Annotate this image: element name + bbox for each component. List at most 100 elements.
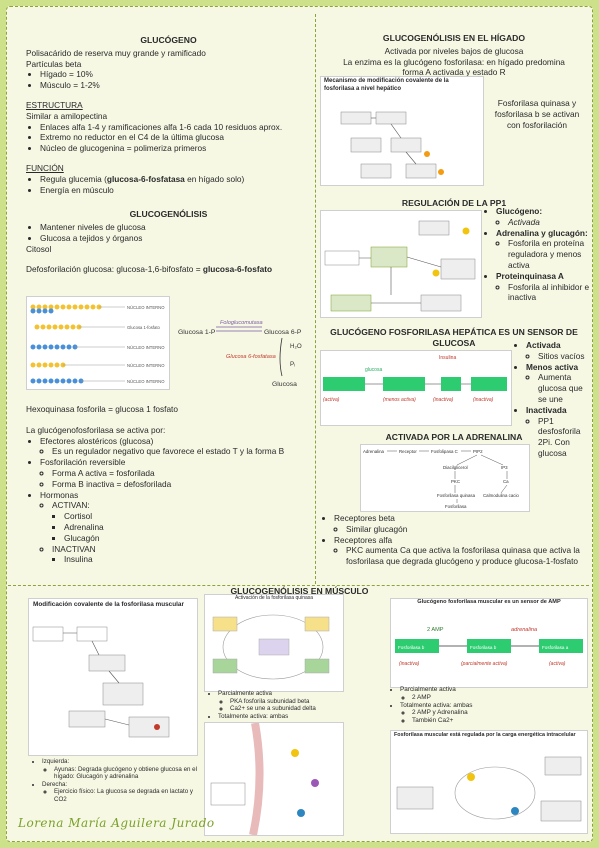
higado-l3: forma A activada y estado R xyxy=(402,67,506,78)
gl-item: Glucosa a tejidos y órganos xyxy=(40,233,311,244)
glucogeno-title: GLUCÓGENO xyxy=(140,35,197,45)
amp-label: (activa) xyxy=(549,661,566,667)
sensor-state: (menos activa) xyxy=(383,397,416,403)
img3-title: Glucógeno fosforilasa muscular es un sen… xyxy=(417,599,561,605)
sensor-glucosa-label: glucosa xyxy=(365,367,382,373)
efectores-text: Efectores alostéricos (glucosa) xyxy=(40,435,154,446)
adr-node: Fosforilasa quinasa xyxy=(437,493,476,498)
sensor-label: Activada xyxy=(526,340,561,350)
glucosa-pathway-svg: Fologlucomutasa Glucosa 1-P Glucosa 6-P … xyxy=(178,320,302,388)
activan-hormone: Adrenalina xyxy=(64,522,311,533)
sensor-title: GLUCÓGENO FOSFORILASA HEPÁTICA ES UN SEN… xyxy=(330,327,578,348)
sensor-svg: (activa) (menos activa) (inactiva) (inac… xyxy=(323,355,507,403)
adrenalina-svg: Adrenalina Receptor Fosfolipasa C PIP2 D… xyxy=(363,449,519,509)
foglucomutasa-label: Fologlucomutasa xyxy=(220,320,263,326)
pp1-label: Glucógeno: xyxy=(496,206,543,216)
branch-label: Glucosa 1-fosfato xyxy=(127,325,160,330)
adr-item: Receptores alfa PKC aumenta Ca que activ… xyxy=(334,535,588,567)
branch-label: NÚCLEO INTERNO xyxy=(127,363,165,368)
author-signature: Lorena María Aguilera Jurado xyxy=(18,816,215,830)
estr-item: Núcleo de glucogenina = polimeriza prime… xyxy=(40,143,311,154)
adr-node: PIP2 xyxy=(473,449,483,454)
defosf-a: Defosforilación glucosa: glucosa-1,6-bif… xyxy=(26,263,203,274)
amp-label: (inactiva) xyxy=(399,661,420,667)
pp1-item: Glucógeno: Activada xyxy=(496,206,590,228)
particulas-list: Hígado = 10% Músculo = 1-2% xyxy=(26,69,311,91)
adr-sub: PKC aumenta Ca que activa la fosforilasa… xyxy=(346,545,588,567)
glycogen-branch-svg: NÚCLEO INTERNO Glucosa 1-fosfato NÚCLEO … xyxy=(30,304,165,384)
img1-svg xyxy=(32,626,170,737)
adr-label: Receptores alfa xyxy=(334,534,393,545)
img3-svg: 2 AMP adrenalina Fosforilasa b Fosforila… xyxy=(395,627,583,667)
estructura-list: Enlaces alfa 1-4 y ramificaciones alfa 1… xyxy=(26,122,311,154)
total2-label: Totalmente activa: ambas xyxy=(400,701,473,709)
total2-sub: También Ca2+ xyxy=(412,717,586,725)
branch-label: NÚCLEO INTERNO xyxy=(127,345,165,350)
adr-label: Receptores beta xyxy=(334,513,395,523)
sensor-section: GLUCÓGENO FOSFORILASA HEPÁTICA ES UN SEN… xyxy=(320,325,588,351)
img1-title: Modificación covalente de la fosforilasa… xyxy=(33,601,184,608)
parcial1-sub: Ca2+ se une a subunidad delta xyxy=(230,705,354,713)
glycogen-branch-image: NÚCLEO INTERNO Glucosa 1-fosfato NÚCLEO … xyxy=(26,296,170,390)
estructura-title: ESTRUCTURA xyxy=(26,99,83,110)
citosol: Citosol xyxy=(26,243,52,254)
sensor-sub: PP1 desfosforila 2Pi. Con glucosa xyxy=(538,416,590,459)
sensor-item: Menos activa Aumenta glucosa que se une xyxy=(526,362,590,405)
funcion-item: Regula glucemia (glucosa-6-fosfatasa en … xyxy=(40,174,311,185)
activan-item: ACTIVAN: Cortisol Adrenalina Glucagón xyxy=(52,500,311,543)
amp-label: Fosforilasa b xyxy=(470,645,497,650)
adr-node: Calmodulina cacio xyxy=(483,493,519,498)
sensor-state: (activa) xyxy=(323,397,340,403)
parcial2-sub: 2 AMP xyxy=(412,694,586,702)
sensor-item: Activada Sitios vacíos xyxy=(526,340,590,362)
estr-item: Extremo no reductor en el C4 de la últim… xyxy=(40,132,311,143)
amp-label: adrenalina xyxy=(511,627,537,633)
exercise-signaling-image xyxy=(204,722,344,836)
pp1-list: Glucógeno: Activada Adrenalina y glucagó… xyxy=(482,206,590,303)
fosforilasa-note: Fosforilasa quinasa y fosforilasa b se a… xyxy=(494,98,580,130)
amp-label: (parcialmente activa) xyxy=(461,661,508,667)
particulas: Partículas beta xyxy=(26,58,82,69)
adr-item: Receptores beta Similar glucagón xyxy=(334,513,588,535)
adr-node: Fosfolipasa C xyxy=(431,449,458,454)
adr-node: PKC xyxy=(451,479,460,484)
pp1-sub: Fosforila en proteína reguladora y menos… xyxy=(508,238,590,270)
fosforilacion-text: Fosforilación reversible xyxy=(40,457,126,468)
inactivan-item: INACTIVAN Insulina xyxy=(52,544,311,566)
izquierda-item: Izquierda: Ayunas: Degrada glucógeno y o… xyxy=(42,758,198,781)
total2-sub: 2 AMP y Adrenalina xyxy=(412,709,586,717)
branch-rows xyxy=(30,304,125,384)
hormonas-text: Hormonas xyxy=(40,489,79,500)
mecanismo-hepatico-image: Mecanismo de modificación covalente de l… xyxy=(320,76,484,186)
funcion-text-c: en hígado solo) xyxy=(184,173,245,184)
hexoquinasa: Hexoquinasa fosforila = glucosa 1 fosfat… xyxy=(26,404,178,414)
sensor-state: (inactiva) xyxy=(433,397,454,403)
adrenalina-image: Adrenalina Receptor Fosfolipasa C PIP2 D… xyxy=(360,444,530,512)
izquierda-sub: Ayunas: Degrada glucógeno y obtiene gluc… xyxy=(54,766,198,781)
derecha-label: Derecha: xyxy=(42,780,68,788)
adr-node: Adrenalina xyxy=(363,449,385,454)
pp1-item: Adrenalina y glucagón: Fosforila en prot… xyxy=(496,228,590,271)
defosforilacion: Defosforilación glucosa: glucosa-1,6-bif… xyxy=(26,264,311,275)
gl-item: Mantener niveles de glucosa xyxy=(40,222,311,233)
pp1-item: Proteinquinasa A Fosforila al inhibidor … xyxy=(496,271,590,303)
activacion-quinasa-image: Activación de la fosforilasa quinasa xyxy=(204,594,344,692)
section-divider xyxy=(8,585,589,586)
estructura-desc: Similar a amilopectina xyxy=(26,110,108,121)
higado-l2: La enzima es la glucógeno fosforilasa: e… xyxy=(343,56,565,67)
fosforilacion-item: Fosforilación reversible Forma A activa … xyxy=(40,457,311,489)
sensor-list: Activada Sitios vacíos Menos activa Aume… xyxy=(512,340,590,459)
sensor-sub: Aumenta glucosa que se une xyxy=(538,372,590,404)
parcial1-sub: PKA fosforila subunidad beta xyxy=(230,698,354,706)
parcial1-label: Parcialmente activa xyxy=(218,690,272,697)
hormonas-item: Hormonas ACTIVAN: Cortisol Adrenalina Gl… xyxy=(40,490,311,566)
derecha-item: Derecha: Ejercicio físico: La glucosa se… xyxy=(42,781,198,804)
glucogenolisis-list: Mantener niveles de glucosa Glucosa a te… xyxy=(26,222,311,244)
activadores-list: Efectores alostéricos (glucosa) Es un re… xyxy=(26,436,311,566)
pp1-svg xyxy=(324,220,476,312)
derecha-sub: Ejercicio físico: La glucosa se degrada … xyxy=(54,788,198,803)
regulador-item: Es un regulador negativo que favorece el… xyxy=(52,446,311,457)
higado-title: GLUCOGENÓLISIS EN EL HÍGADO xyxy=(382,33,526,43)
sensor-sub: Sitios vacíos xyxy=(538,351,590,362)
left-column-2: Hexoquinasa fosforila = glucosa 1 fosfat… xyxy=(26,404,311,565)
